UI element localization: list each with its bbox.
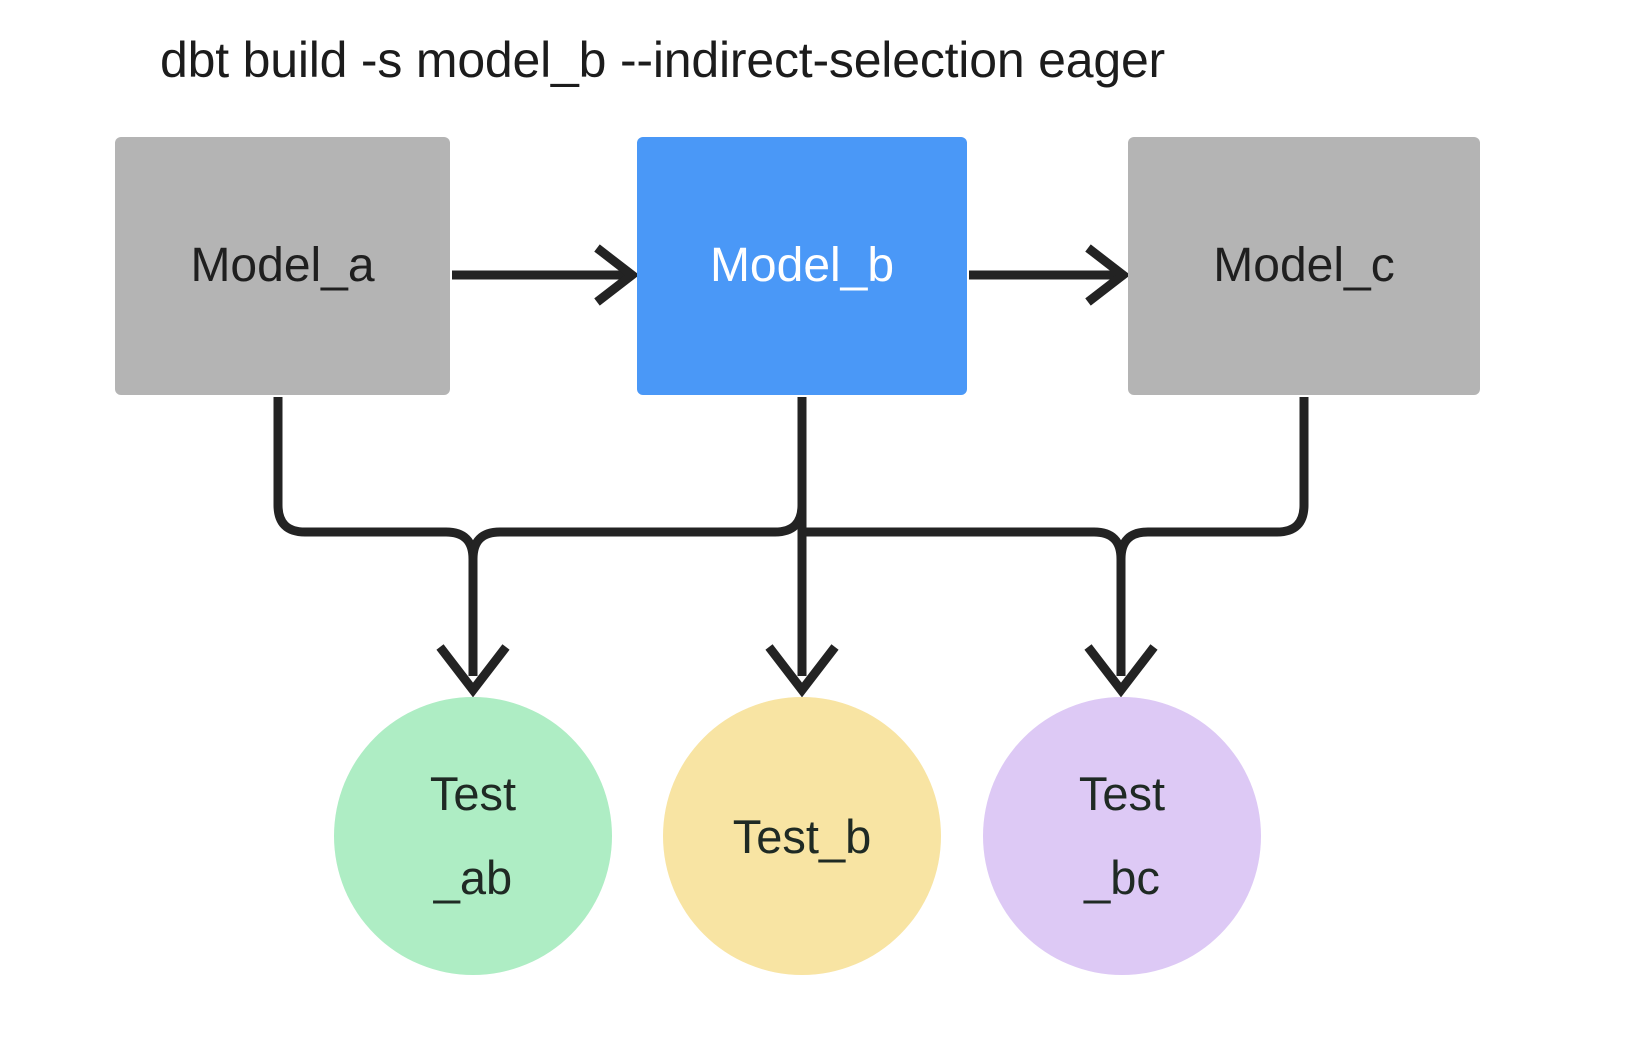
edge-model-b-to-model-c bbox=[969, 244, 1131, 306]
node-test-b-label: Test_b bbox=[732, 809, 872, 863]
edge-model-a-to-test-ab bbox=[273, 397, 510, 698]
node-test-bc[interactable]: Test _bc bbox=[983, 697, 1261, 975]
node-test-ab[interactable]: Test _ab bbox=[334, 697, 612, 975]
node-model-a-label: Model_a bbox=[190, 239, 375, 292]
node-test-b[interactable]: Test_b bbox=[663, 697, 941, 975]
edge-model-b-to-test-b bbox=[765, 397, 839, 698]
node-model-c-label: Model_c bbox=[1213, 239, 1395, 292]
edge-model-c-to-test-bc bbox=[1116, 397, 1309, 560]
node-test-bc-label: Test _bc bbox=[1078, 767, 1166, 904]
node-model-c[interactable]: Model_c bbox=[1128, 137, 1480, 395]
node-model-b[interactable]: Model_b bbox=[637, 137, 967, 395]
edge-model-a-to-model-b bbox=[452, 244, 640, 306]
node-test-ab-label: Test _ab bbox=[429, 767, 517, 904]
node-model-a[interactable]: Model_a bbox=[115, 137, 450, 395]
edge-model-b-to-test-bc bbox=[802, 527, 1158, 698]
node-model-b-label: Model_b bbox=[709, 239, 895, 292]
page-title: dbt build -s model_b --indirect-selectio… bbox=[160, 32, 1166, 88]
edge-model-b-to-test-ab bbox=[468, 397, 807, 560]
